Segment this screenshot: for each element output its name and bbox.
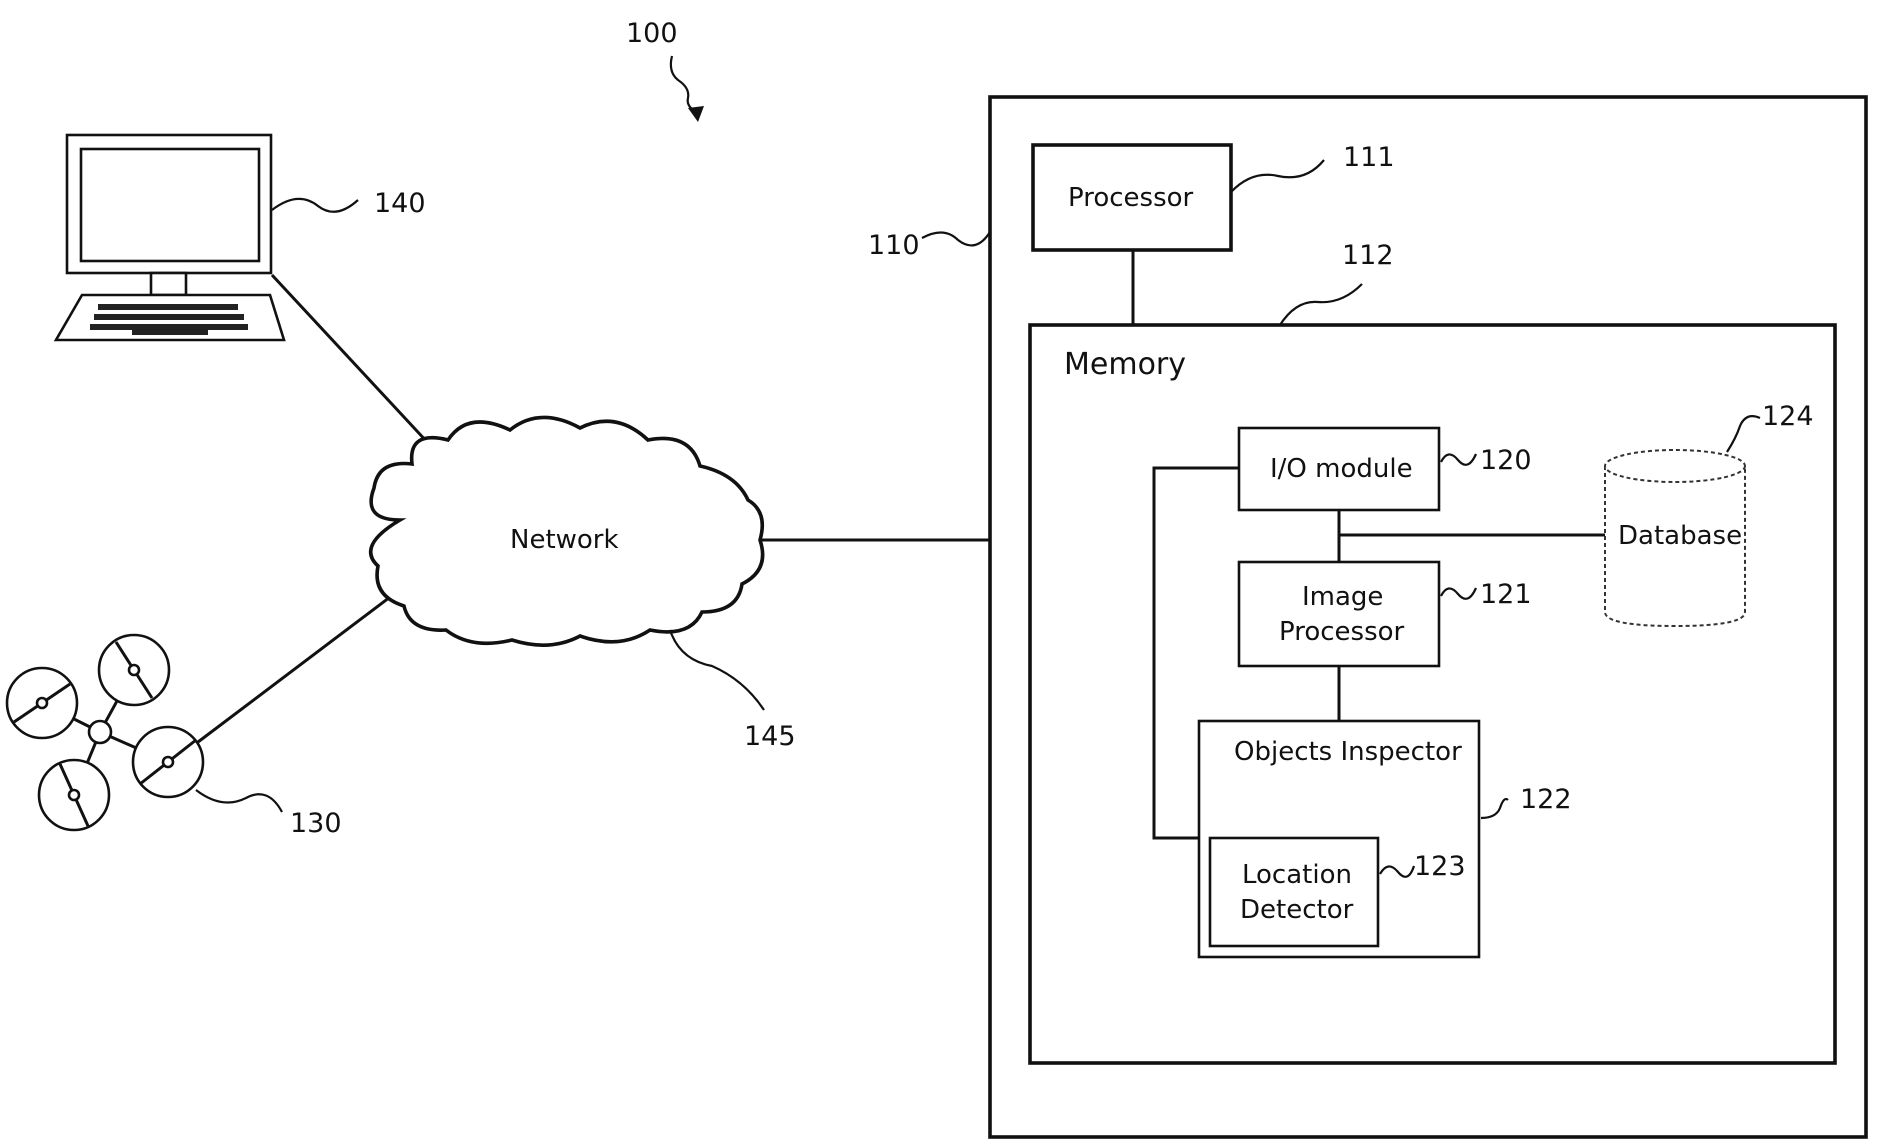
location-detector-ref: 123 xyxy=(1414,851,1466,882)
location-detector-label-1: Location xyxy=(1242,860,1352,890)
system-ref: 110 xyxy=(868,230,920,261)
computer-leader xyxy=(272,199,358,212)
computer-icon xyxy=(56,135,284,340)
network-leader xyxy=(670,630,764,710)
image-processor-box xyxy=(1239,562,1439,666)
figure-ref: 100 xyxy=(626,18,678,49)
processor-label: Processor xyxy=(1068,183,1194,213)
computer-network-link xyxy=(272,275,442,458)
memory-ref: 112 xyxy=(1342,240,1394,271)
objects-inspector-ref: 122 xyxy=(1520,784,1572,815)
processor-ref: 111 xyxy=(1343,142,1395,173)
figure-arrow-icon xyxy=(671,56,704,122)
location-detector-label-2: Detector xyxy=(1240,895,1354,925)
location-detector-box xyxy=(1210,838,1378,946)
drone-network-link xyxy=(198,588,402,742)
database-label: Database xyxy=(1618,521,1742,551)
network-ref: 145 xyxy=(744,721,796,752)
computer-ref: 140 xyxy=(374,188,426,219)
drone-ref: 130 xyxy=(290,808,342,839)
io-module-ref: 120 xyxy=(1480,445,1532,476)
database-ref: 124 xyxy=(1762,401,1814,432)
memory-label: Memory xyxy=(1064,347,1186,382)
io-module-label: I/O module xyxy=(1270,454,1413,484)
objects-inspector-label: Objects Inspector xyxy=(1234,737,1462,767)
system-leader xyxy=(922,232,990,245)
image-processor-label-1: Image xyxy=(1302,582,1383,612)
drone-leader xyxy=(196,790,282,812)
image-processor-ref: 121 xyxy=(1480,579,1532,610)
image-processor-label-2: Processor xyxy=(1279,617,1405,647)
drone-icon xyxy=(7,635,203,830)
network-label: Network xyxy=(510,525,619,555)
